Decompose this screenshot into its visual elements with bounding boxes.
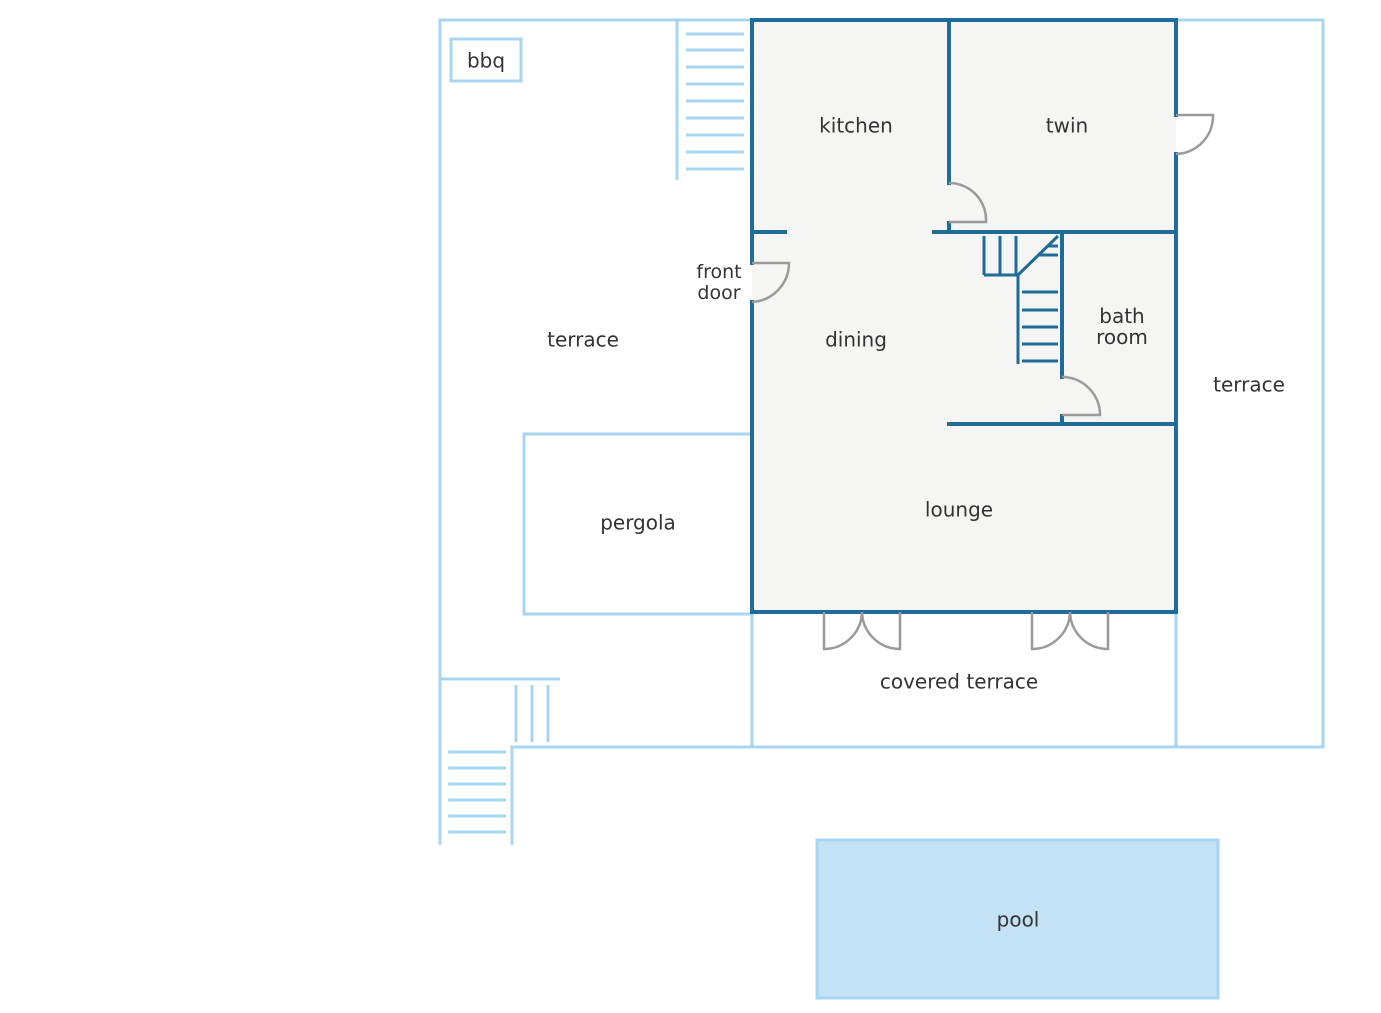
pergola-label: pergola [600, 510, 676, 535]
covered-terrace-label: covered terrace [879, 669, 1039, 694]
terrace-left-label: terrace [547, 327, 619, 352]
house-walls [750, 18, 1178, 614]
lounge-french-door-right [1030, 611, 1110, 651]
bathroom-door-swing [1061, 375, 1102, 417]
kitchen-label: kitchen [819, 113, 893, 138]
stairs-bottom-left [448, 685, 550, 834]
outer-terrace-outline [438, 18, 1325, 845]
house-interior-fill [752, 20, 1176, 612]
lounge-label: lounge [924, 497, 994, 522]
dining-label: dining [825, 327, 887, 352]
kitchen-door-swing [948, 181, 988, 224]
stairs-top-left [675, 20, 744, 180]
pool [815, 838, 1220, 1000]
bathroom-label: bath room [1096, 304, 1148, 349]
stairs-interior [982, 234, 1060, 364]
doors [751, 113, 1215, 651]
twin-door-swing [1175, 113, 1215, 156]
pool-label: pool [996, 907, 1040, 932]
bbq-box [449, 37, 523, 83]
bbq-label: bbq [466, 48, 506, 73]
front-door-swing [751, 261, 791, 304]
lounge-french-door-left [822, 611, 902, 651]
terrace-right-label: terrace [1213, 372, 1285, 397]
front-door-label: front door [696, 261, 742, 304]
twin-label: twin [1045, 113, 1089, 138]
